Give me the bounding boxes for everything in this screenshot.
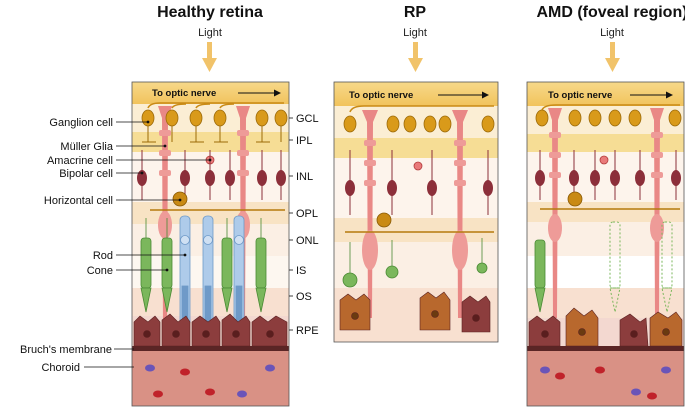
label-muller-glia: Müller Glia	[60, 141, 113, 153]
optic-nerve-label: To optic nerve	[152, 88, 216, 99]
label-rod: Rod	[93, 250, 113, 262]
left-labels	[84, 121, 210, 368]
light-arrow-amd	[605, 42, 620, 72]
layer-label-leaders	[289, 117, 293, 331]
layer-label-is: IS	[296, 265, 306, 277]
optic-nerve-band	[132, 82, 289, 104]
blood-cells	[145, 364, 275, 398]
rod-photoreceptors	[179, 215, 245, 327]
layer-label-rpe: RPE	[296, 325, 319, 337]
choroid-region	[132, 350, 289, 406]
label-choroid: Choroid	[41, 362, 80, 374]
label-bruchs-membrane: Bruch's membrane	[20, 344, 112, 356]
layer-label-ipl: IPL	[296, 135, 313, 147]
panel-healthy: To optic nerve	[131, 81, 290, 407]
rpe-cells	[133, 313, 288, 347]
panel-title-rp: RP	[404, 4, 427, 21]
panel-rp: To optic nerve	[333, 81, 499, 343]
label-cone: Cone	[87, 265, 113, 277]
panel-amd: To optic nerve	[526, 81, 685, 407]
bruchs-membrane	[132, 346, 289, 351]
label-horizontal-cell: Horizontal cell	[44, 195, 113, 207]
label-bipolar-cell: Bipolar cell	[59, 168, 113, 180]
layer-label-os: OS	[296, 291, 312, 303]
bipolar-cells	[137, 150, 286, 200]
label-amacrine-cell: Amacrine cell	[47, 155, 113, 167]
light-arrow-healthy	[202, 42, 217, 72]
panel-title-healthy: Healthy retina	[157, 4, 263, 21]
layer-label-opl: OPL	[296, 208, 318, 220]
panel-title-amd: AMD (foveal region)	[536, 4, 685, 21]
optic-nerve-label-amd: To optic nerve	[548, 90, 612, 101]
light-label-healthy: Light	[198, 27, 222, 39]
label-ganglion-cell: Ganglion cell	[49, 117, 113, 129]
left-label-dots	[140, 120, 212, 272]
layer-label-onl: ONL	[296, 235, 319, 247]
cone-photoreceptors	[140, 218, 267, 313]
layer-label-gcl: GCL	[296, 113, 319, 125]
light-arrow-rp	[408, 42, 423, 72]
light-label-amd: Light	[600, 27, 624, 39]
light-label-rp: Light	[403, 27, 427, 39]
layer-label-inl: INL	[296, 171, 313, 183]
optic-nerve-label-rp: To optic nerve	[349, 90, 413, 101]
